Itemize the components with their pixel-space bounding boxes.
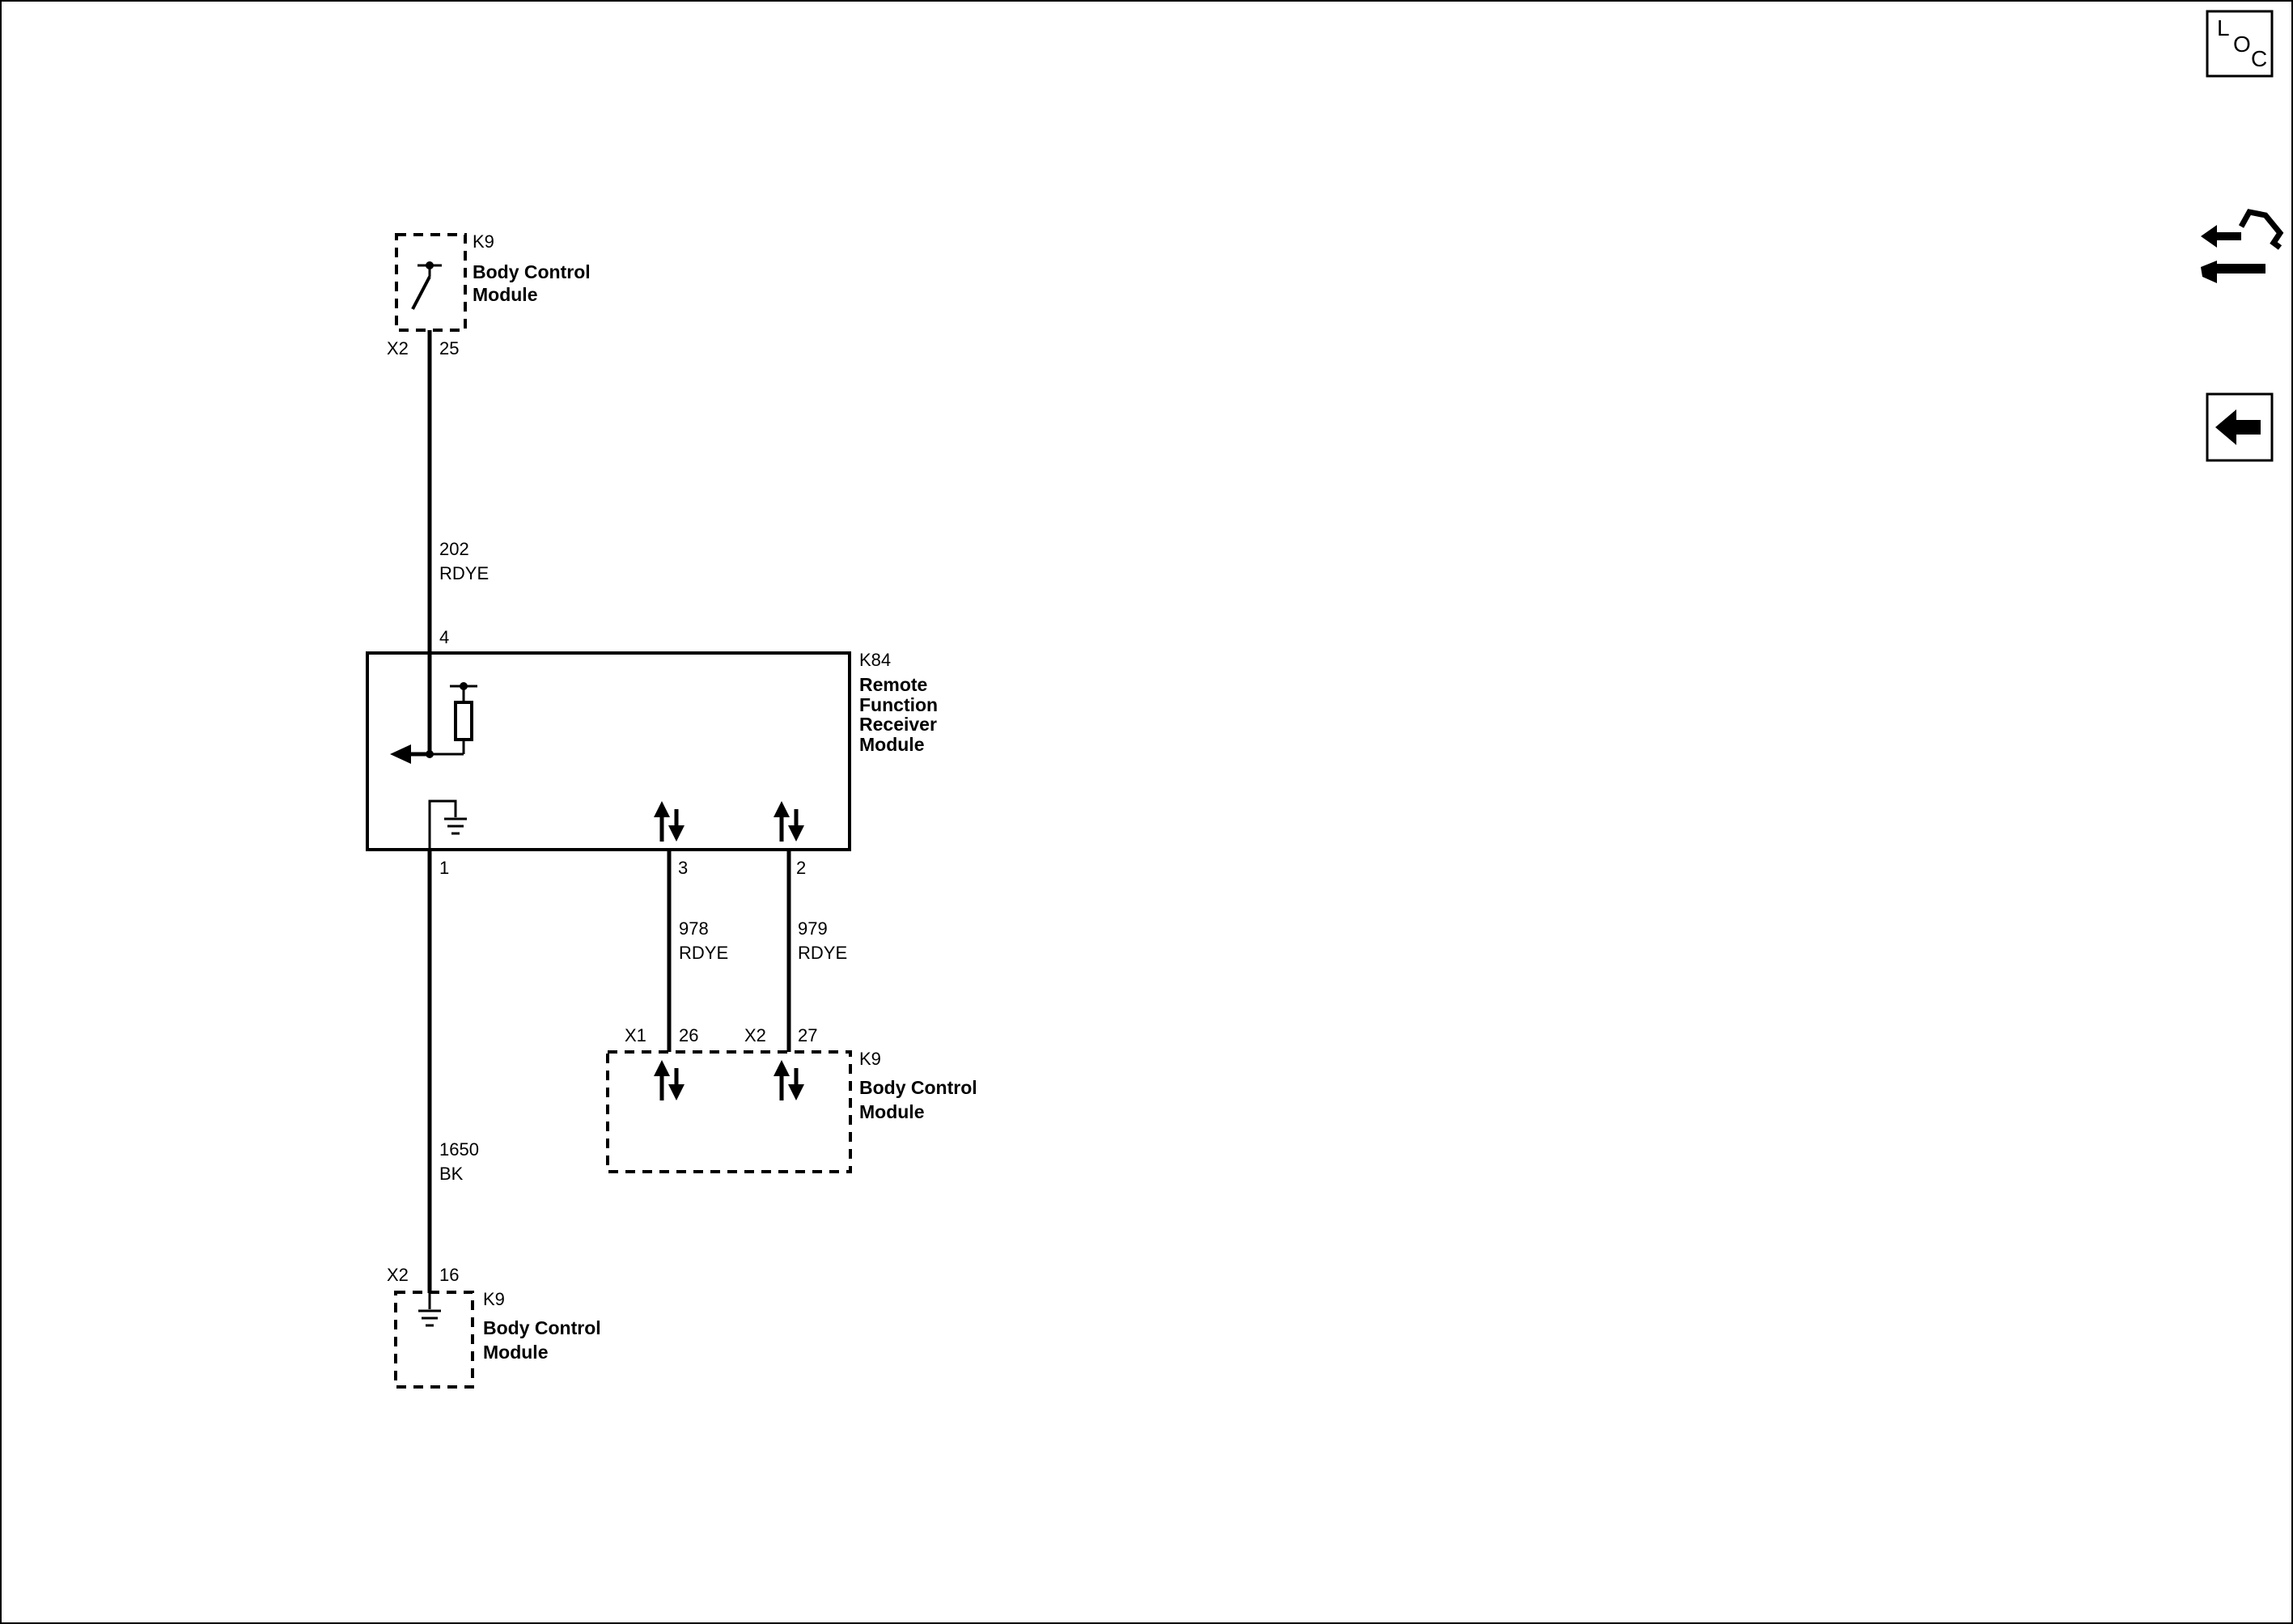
loc-letter-l: L	[2217, 15, 2230, 40]
k9-mid-pin-b: 27	[798, 1025, 817, 1045]
k84-module: 4	[366, 627, 938, 878]
k9-bottom-dashed-box	[394, 1291, 474, 1389]
k9-top-pin: 25	[439, 338, 459, 358]
bidirectional-arrow-icon	[654, 801, 685, 842]
k84-pin-ground: 1	[439, 858, 449, 878]
k9-top-id: K9	[473, 231, 494, 252]
k9-bottom-id: K9	[483, 1289, 505, 1309]
k9-mid-name-line2: Module	[859, 1101, 925, 1122]
k9-top-name-line2: Module	[473, 284, 538, 305]
bidirectional-arrow-icon	[774, 801, 804, 842]
back-arrow-icon	[2215, 409, 2261, 445]
k9-bottom-module: X2 16 K9 Body Control Module	[387, 1265, 601, 1389]
wire-979-color: RDYE	[798, 943, 847, 963]
k9-top-module: K9 Body Control Module X2 25	[387, 231, 591, 358]
loc-letter-c: C	[2251, 46, 2267, 71]
k9-bottom-name-line2: Module	[483, 1342, 549, 1363]
k9-mid-dashed-box	[606, 1050, 852, 1173]
k84-box	[366, 651, 851, 851]
k9-top-dashed-box	[395, 233, 467, 332]
k9-top-connector: X2	[387, 338, 409, 358]
wire-202: 202 RDYE	[427, 330, 489, 654]
k9-mid-id: K9	[859, 1049, 881, 1069]
connector-end-view-button[interactable]	[2201, 209, 2284, 283]
bidirectional-arrow-icon	[774, 1060, 804, 1100]
wire-979: 979 RDYE	[786, 850, 847, 1052]
loc-icon	[2206, 10, 2274, 78]
wire-979-circuit: 979	[798, 918, 828, 939]
k9-bottom-connector: X2	[387, 1265, 409, 1285]
resistor-icon	[430, 682, 477, 756]
k9-bottom-pin: 16	[439, 1265, 459, 1285]
wire-978: 978 RDYE	[667, 850, 728, 1052]
wire-1650: 1650 BK	[427, 850, 479, 1293]
ground-icon	[418, 1293, 441, 1327]
k9-mid-module: X1 26 X2 27 K9 Body Control Module	[606, 1025, 977, 1173]
k9-mid-pin-a: 26	[679, 1025, 698, 1045]
back-button[interactable]	[2206, 392, 2274, 462]
loc-letter-o: O	[2233, 32, 2251, 57]
wire-978-color: RDYE	[679, 943, 728, 963]
k9-mid-connector-a: X1	[625, 1025, 646, 1045]
loc-button[interactable]: L O C	[2206, 10, 2274, 78]
k84-pin-data-a: 3	[678, 858, 688, 878]
k84-id: K84	[859, 650, 891, 670]
ground-icon	[428, 799, 467, 850]
connector-end-view-icon	[2201, 209, 2284, 283]
wire-202-color: RDYE	[439, 563, 489, 583]
switch-icon	[411, 261, 442, 310]
wire-1650-circuit: 1650	[439, 1139, 479, 1160]
input-arrow-icon	[390, 654, 434, 764]
k9-bottom-name-line1: Body Control	[483, 1317, 601, 1338]
wire-1650-color: BK	[439, 1164, 464, 1184]
bidirectional-arrow-icon	[654, 1060, 685, 1100]
k84-pin-data-b: 2	[796, 858, 806, 878]
k9-mid-name-line1: Body Control	[859, 1077, 977, 1098]
wire-978-circuit: 978	[679, 918, 709, 939]
k84-name-line4: Module	[859, 734, 925, 755]
k84-pin-power: 4	[439, 627, 449, 647]
k84-name-line3: Receiver	[859, 714, 937, 735]
wire-202-circuit: 202	[439, 539, 469, 559]
k9-mid-connector-b: X2	[744, 1025, 766, 1045]
k84-name-line2: Function	[859, 694, 938, 715]
k9-top-name-line1: Body Control	[473, 261, 591, 282]
k84-name-line1: Remote	[859, 674, 927, 695]
